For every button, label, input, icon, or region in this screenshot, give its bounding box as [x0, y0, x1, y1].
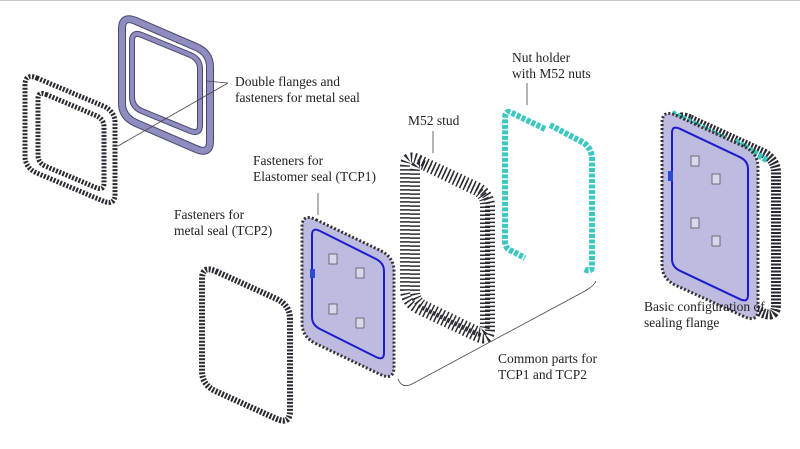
left-inner-fastener-ring	[35, 90, 107, 192]
tcp1-boss	[328, 303, 338, 315]
assembly-clamp	[668, 171, 673, 181]
label-line: fasteners for metal seal	[235, 90, 360, 105]
m52-stud-ring-back	[400, 152, 495, 344]
label-line: Fasteners for	[253, 153, 324, 168]
top-inner-flange	[129, 30, 203, 136]
label-line: sealing flange	[644, 315, 720, 330]
label-basic-configuration: Basic configuration of sealing flange	[644, 299, 765, 331]
assembly-seal-groove	[671, 126, 749, 302]
assembly-front-plate	[660, 111, 760, 321]
assembly-boss	[711, 235, 721, 247]
label-fasteners-tcp1: Fasteners for Elastomer seal (TCP1)	[253, 153, 376, 185]
leader-lines	[117, 80, 597, 387]
tcp1-clamp	[310, 269, 315, 278]
label-line: metal seal (TCP2)	[174, 223, 273, 238]
tcp1-boss	[355, 267, 365, 279]
common-parts-bracket	[397, 280, 597, 387]
tcp1-seal-groove	[311, 228, 385, 360]
label-fasteners-tcp2: Fasteners for metal seal (TCP2)	[174, 207, 272, 239]
tcp2-fastener-ring	[199, 266, 293, 424]
label-nut-holder: Nut holder with M52 nuts	[512, 50, 591, 82]
leader-line-left-fasteners	[117, 82, 229, 147]
tcp1-boss	[355, 317, 365, 329]
label-line: Double flanges and	[235, 74, 340, 89]
m52-stud-ring-front	[410, 159, 490, 337]
label-line: Basic configuration of	[644, 299, 765, 314]
label-line: TCP1 and TCP2	[498, 367, 588, 382]
assembly-boss	[690, 217, 700, 229]
label-line: Fasteners for	[174, 207, 245, 222]
tcp1-boss	[328, 253, 338, 265]
label-m52-stud: M52 stud	[408, 113, 460, 128]
label-line: with M52 nuts	[512, 66, 591, 81]
label-common-parts: Common parts for TCP1 and TCP2	[498, 351, 597, 383]
assembly-boss	[711, 173, 721, 185]
nut-holder-right	[548, 122, 595, 274]
label-line: Nut holder	[512, 50, 571, 65]
left-outer-fastener-ring	[22, 74, 118, 205]
nut-holder-left	[502, 108, 547, 261]
tcp1-flange-plate	[300, 216, 396, 378]
top-inner-flange-face	[130, 31, 202, 135]
label-line: Common parts for	[498, 351, 597, 366]
label-double-flanges: Double flanges and fasteners for metal s…	[235, 74, 360, 106]
top-outer-flange-face	[119, 16, 213, 154]
leader-line-top-flange	[205, 80, 229, 84]
label-line: Elastomer seal (TCP1)	[253, 169, 376, 184]
assembly-boss	[690, 155, 700, 167]
